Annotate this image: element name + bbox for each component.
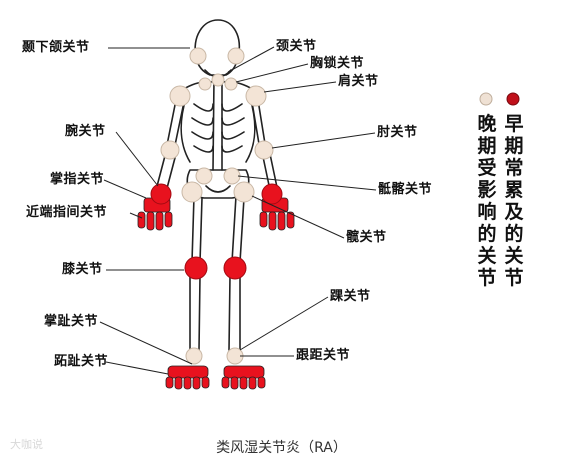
tibia-right — [228, 275, 241, 351]
joint-hip-right — [233, 181, 255, 203]
label-heel: 跟距关节 — [296, 348, 351, 363]
femur-right — [231, 195, 245, 263]
joint-wrist-right — [261, 183, 283, 205]
joint-shoulder-right — [245, 85, 267, 107]
label-ankle: 踝关节 — [330, 289, 371, 304]
label-sternoclavicular: 胸锁关节 — [310, 56, 365, 71]
joint-ankle-left — [185, 347, 203, 365]
leader-lines — [99, 46, 377, 375]
spine — [212, 77, 223, 171]
joint-tmj-right — [227, 47, 245, 65]
label-mtp: 掌趾关节 — [44, 314, 99, 329]
joint-knee-right — [223, 256, 247, 280]
leader-wrist — [115, 131, 159, 187]
leader-sacroiliac — [237, 175, 377, 191]
joint-elbow-left — [160, 140, 180, 160]
skeleton-bones — [155, 19, 279, 351]
legend-late-text: 晚期受影响的关节 — [477, 113, 497, 289]
label-shoulder: 肩关节 — [338, 74, 379, 89]
leader-neck — [227, 46, 275, 73]
leader-mcp — [103, 179, 147, 199]
label-knee: 膝关节 — [62, 262, 103, 277]
forearm-left — [155, 151, 177, 193]
joint-elbow-right — [254, 140, 274, 160]
leader-shoulder — [263, 81, 337, 93]
joint-sternoclav-right — [224, 77, 238, 91]
joint-sacroiliac-right — [223, 167, 241, 185]
tibia-left — [189, 275, 201, 351]
label-wrist: 腕关节 — [65, 124, 106, 139]
leader-pip — [129, 212, 143, 219]
joint-shoulder-left — [169, 85, 191, 107]
legend-early-text: 早期常累及的关节 — [504, 113, 524, 289]
caption: 类风湿关节炎（RA） — [216, 440, 347, 456]
skull — [194, 19, 240, 76]
watermark: 大咖说 — [10, 438, 43, 451]
label-mcp: 掌指关节 — [50, 172, 105, 187]
feet — [165, 365, 266, 390]
skeleton-figure — [99, 19, 377, 390]
leader-hip — [251, 195, 345, 239]
label-neck: 颈关节 — [276, 39, 317, 54]
joint-knee-left — [184, 256, 208, 280]
joint-hip-left — [181, 181, 203, 203]
label-tmj: 颞下颌关节 — [22, 40, 90, 55]
label-pip: 近端指间关节 — [26, 205, 108, 220]
joint-neck — [211, 73, 225, 87]
leader-toe — [105, 361, 169, 375]
label-hip: 髋关节 — [346, 230, 387, 245]
label-elbow: 肘关节 — [377, 125, 418, 140]
leader-mtp — [99, 321, 193, 365]
joint-tmj-left — [189, 47, 207, 65]
joints — [150, 47, 283, 365]
pelvis — [186, 169, 250, 199]
rib-cage — [180, 97, 256, 163]
joint-sternoclav-left — [198, 77, 212, 91]
leader-elbow — [271, 132, 376, 149]
ribs — [191, 103, 245, 153]
joint-sacroiliac-left — [195, 167, 213, 185]
leader-sternoclav — [235, 63, 309, 83]
label-sacroiliac: 骶髂关节 — [378, 182, 433, 197]
femur-left — [191, 195, 203, 263]
label-toe: 跖趾关节 — [54, 354, 109, 369]
leader-ankle — [239, 296, 329, 351]
joint-wrist-left — [150, 183, 172, 205]
